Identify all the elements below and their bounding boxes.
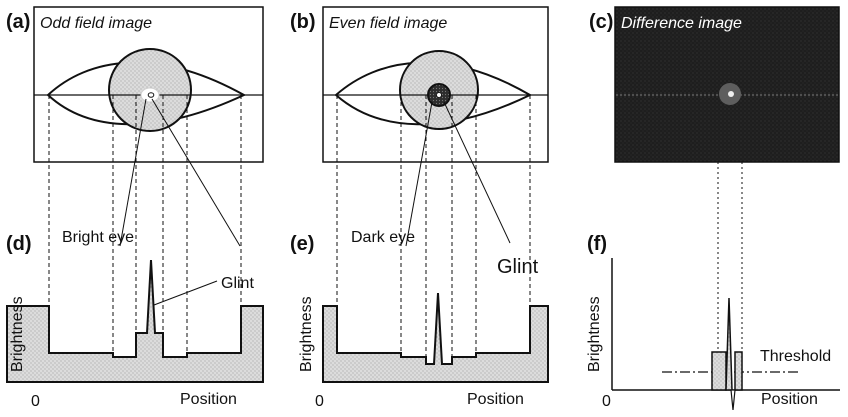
difference-pupil-block (711, 351, 727, 391)
glint-label-leader (153, 280, 218, 306)
glint-label: Glint (497, 256, 539, 278)
panel-f: (f) Threshold Brightness 0 Position (586, 233, 840, 411)
x-axis-origin: 0 (315, 393, 324, 410)
x-axis-origin: 0 (602, 393, 611, 410)
panel-a: (a) Odd field image (6, 6, 264, 357)
bright-eye-leader (119, 98, 147, 247)
glint-leader (443, 101, 511, 244)
panel-b: (b) Even field image (290, 6, 549, 362)
bright-eye-label: Bright eye (62, 229, 134, 246)
dark-eye-label: Dark eye (351, 229, 415, 246)
glint-label: Glint (221, 275, 254, 292)
brightness-profile (322, 292, 549, 383)
panel-title: Odd field image (40, 15, 152, 32)
y-axis-label: Brightness (298, 296, 315, 372)
y-axis-label: Brightness (586, 296, 603, 372)
y-axis-label: Brightness (9, 296, 26, 372)
panel-title: Difference image (621, 15, 742, 32)
threshold-label: Threshold (760, 348, 831, 365)
panel-title: Even field image (329, 15, 447, 32)
glint-leader (151, 98, 241, 247)
panel-letter: (f) (587, 233, 607, 255)
difference-spike (725, 297, 733, 391)
panel-letter: (d) (6, 233, 32, 255)
x-axis-label: Position (761, 391, 818, 408)
panel-c: (c) Difference image (589, 6, 840, 353)
panel-letter: (a) (6, 11, 30, 33)
x-axis-origin: 0 (31, 393, 40, 410)
glint-marker (436, 92, 442, 98)
dark-eye-leader (405, 101, 433, 247)
glint-marker (147, 92, 155, 98)
panel-e: (e) Dark eye Glint Brightness 0 Position (290, 229, 549, 410)
panel-letter: (c) (589, 11, 613, 33)
difference-pupil-block (734, 351, 743, 391)
panel-d: (d) Bright eye Glint Brightness 0 Positi… (6, 229, 264, 410)
brightness-profile (6, 259, 264, 383)
panel-letter: (b) (290, 11, 316, 33)
panel-letter: (e) (290, 233, 314, 255)
x-axis-label: Position (180, 391, 237, 408)
difference-glint (728, 91, 734, 97)
x-axis-label: Position (467, 391, 524, 408)
difference-negative-spike (730, 389, 736, 411)
